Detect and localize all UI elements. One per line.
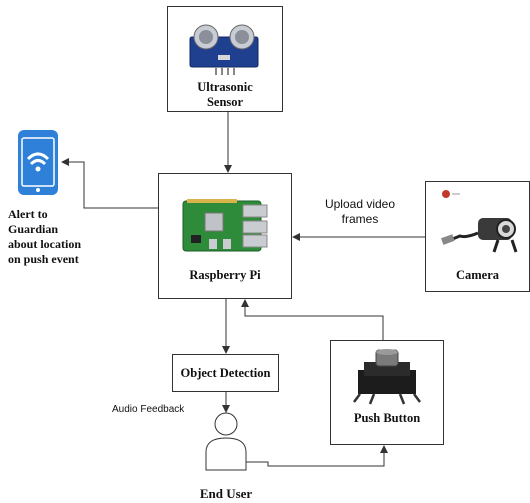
user-icon bbox=[205, 412, 247, 471]
alert-line-1: Alert to bbox=[8, 207, 48, 221]
push-button-icon bbox=[353, 349, 421, 405]
alert-line-3: about location bbox=[8, 237, 82, 251]
smartphone-wifi-icon bbox=[18, 130, 58, 195]
edge-user-to-button bbox=[246, 445, 388, 467]
push-button-label: Push Button bbox=[353, 411, 421, 425]
edge-button-to-pi bbox=[241, 299, 384, 340]
ultrasonic-sensor-label: Ultrasonic Sensor bbox=[167, 80, 283, 110]
raspberry-pi-board-icon bbox=[182, 199, 268, 252]
ultrasonic-sensor-icon bbox=[189, 24, 259, 75]
alert-line-2: Guardian bbox=[8, 222, 59, 236]
phone-alert-text: Alert to Guardian about location on push… bbox=[8, 207, 108, 267]
edge-pi-to-phone bbox=[61, 158, 158, 209]
alert-line-4: on push event bbox=[8, 252, 79, 266]
ultrasonic-sensor-label-line1: Ultrasonic bbox=[197, 80, 253, 94]
ultrasonic-sensor-label-line2: Sensor bbox=[206, 95, 244, 109]
upload-video-edge-label: Upload video frames bbox=[305, 197, 415, 227]
end-user-label: End User bbox=[199, 486, 253, 501]
audio-feedback-edge-label: Audio Feedback bbox=[112, 404, 185, 415]
upload-video-line2: frames bbox=[341, 212, 379, 226]
object-detection-box bbox=[172, 354, 279, 392]
camera-label: Camera bbox=[455, 268, 500, 282]
upload-video-line1: Upload video bbox=[324, 197, 396, 211]
webcam-icon bbox=[440, 190, 518, 253]
raspberry-pi-label: Raspberry Pi bbox=[189, 268, 261, 282]
object-detection-label: Object Detection bbox=[180, 366, 271, 380]
